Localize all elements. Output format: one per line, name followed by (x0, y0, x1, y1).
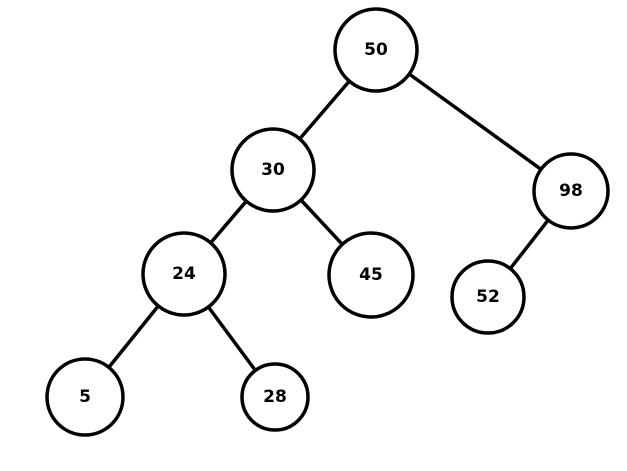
tree-node-30: 30 (230, 127, 316, 213)
nodes-layer: 50 30 98 24 45 52 5 28 (45, 7, 610, 437)
node-label: 5 (79, 387, 91, 407)
tree-node-45: 45 (327, 231, 415, 319)
node-circle (327, 231, 415, 319)
node-label: 28 (263, 387, 287, 407)
node-circle (333, 7, 419, 93)
tree-node-28: 28 (240, 362, 310, 432)
edge-98-52 (508, 218, 550, 271)
node-label: 30 (261, 160, 285, 180)
node-label: 24 (172, 264, 196, 284)
edge-24-5 (107, 304, 161, 370)
node-circle (45, 357, 125, 437)
tree-node-24: 24 (141, 231, 227, 317)
node-circle (230, 127, 316, 213)
tree-node-5: 5 (45, 357, 125, 437)
tree-node-52: 52 (450, 259, 526, 335)
node-label: 45 (359, 265, 383, 285)
node-label: 98 (559, 181, 583, 201)
edge-50-30 (297, 79, 352, 141)
node-label: 50 (364, 40, 388, 60)
edge-50-98 (407, 72, 543, 172)
edge-30-45 (299, 198, 345, 247)
node-circle (450, 259, 526, 335)
edges-layer (107, 72, 550, 373)
node-circle (532, 152, 610, 230)
node-circle (141, 231, 227, 317)
node-circle (240, 362, 310, 432)
node-label: 52 (476, 287, 500, 307)
edge-30-24 (208, 199, 249, 245)
edge-24-28 (206, 305, 258, 373)
tree-node-98: 98 (532, 152, 610, 230)
tree-node-50: 50 (333, 7, 419, 93)
